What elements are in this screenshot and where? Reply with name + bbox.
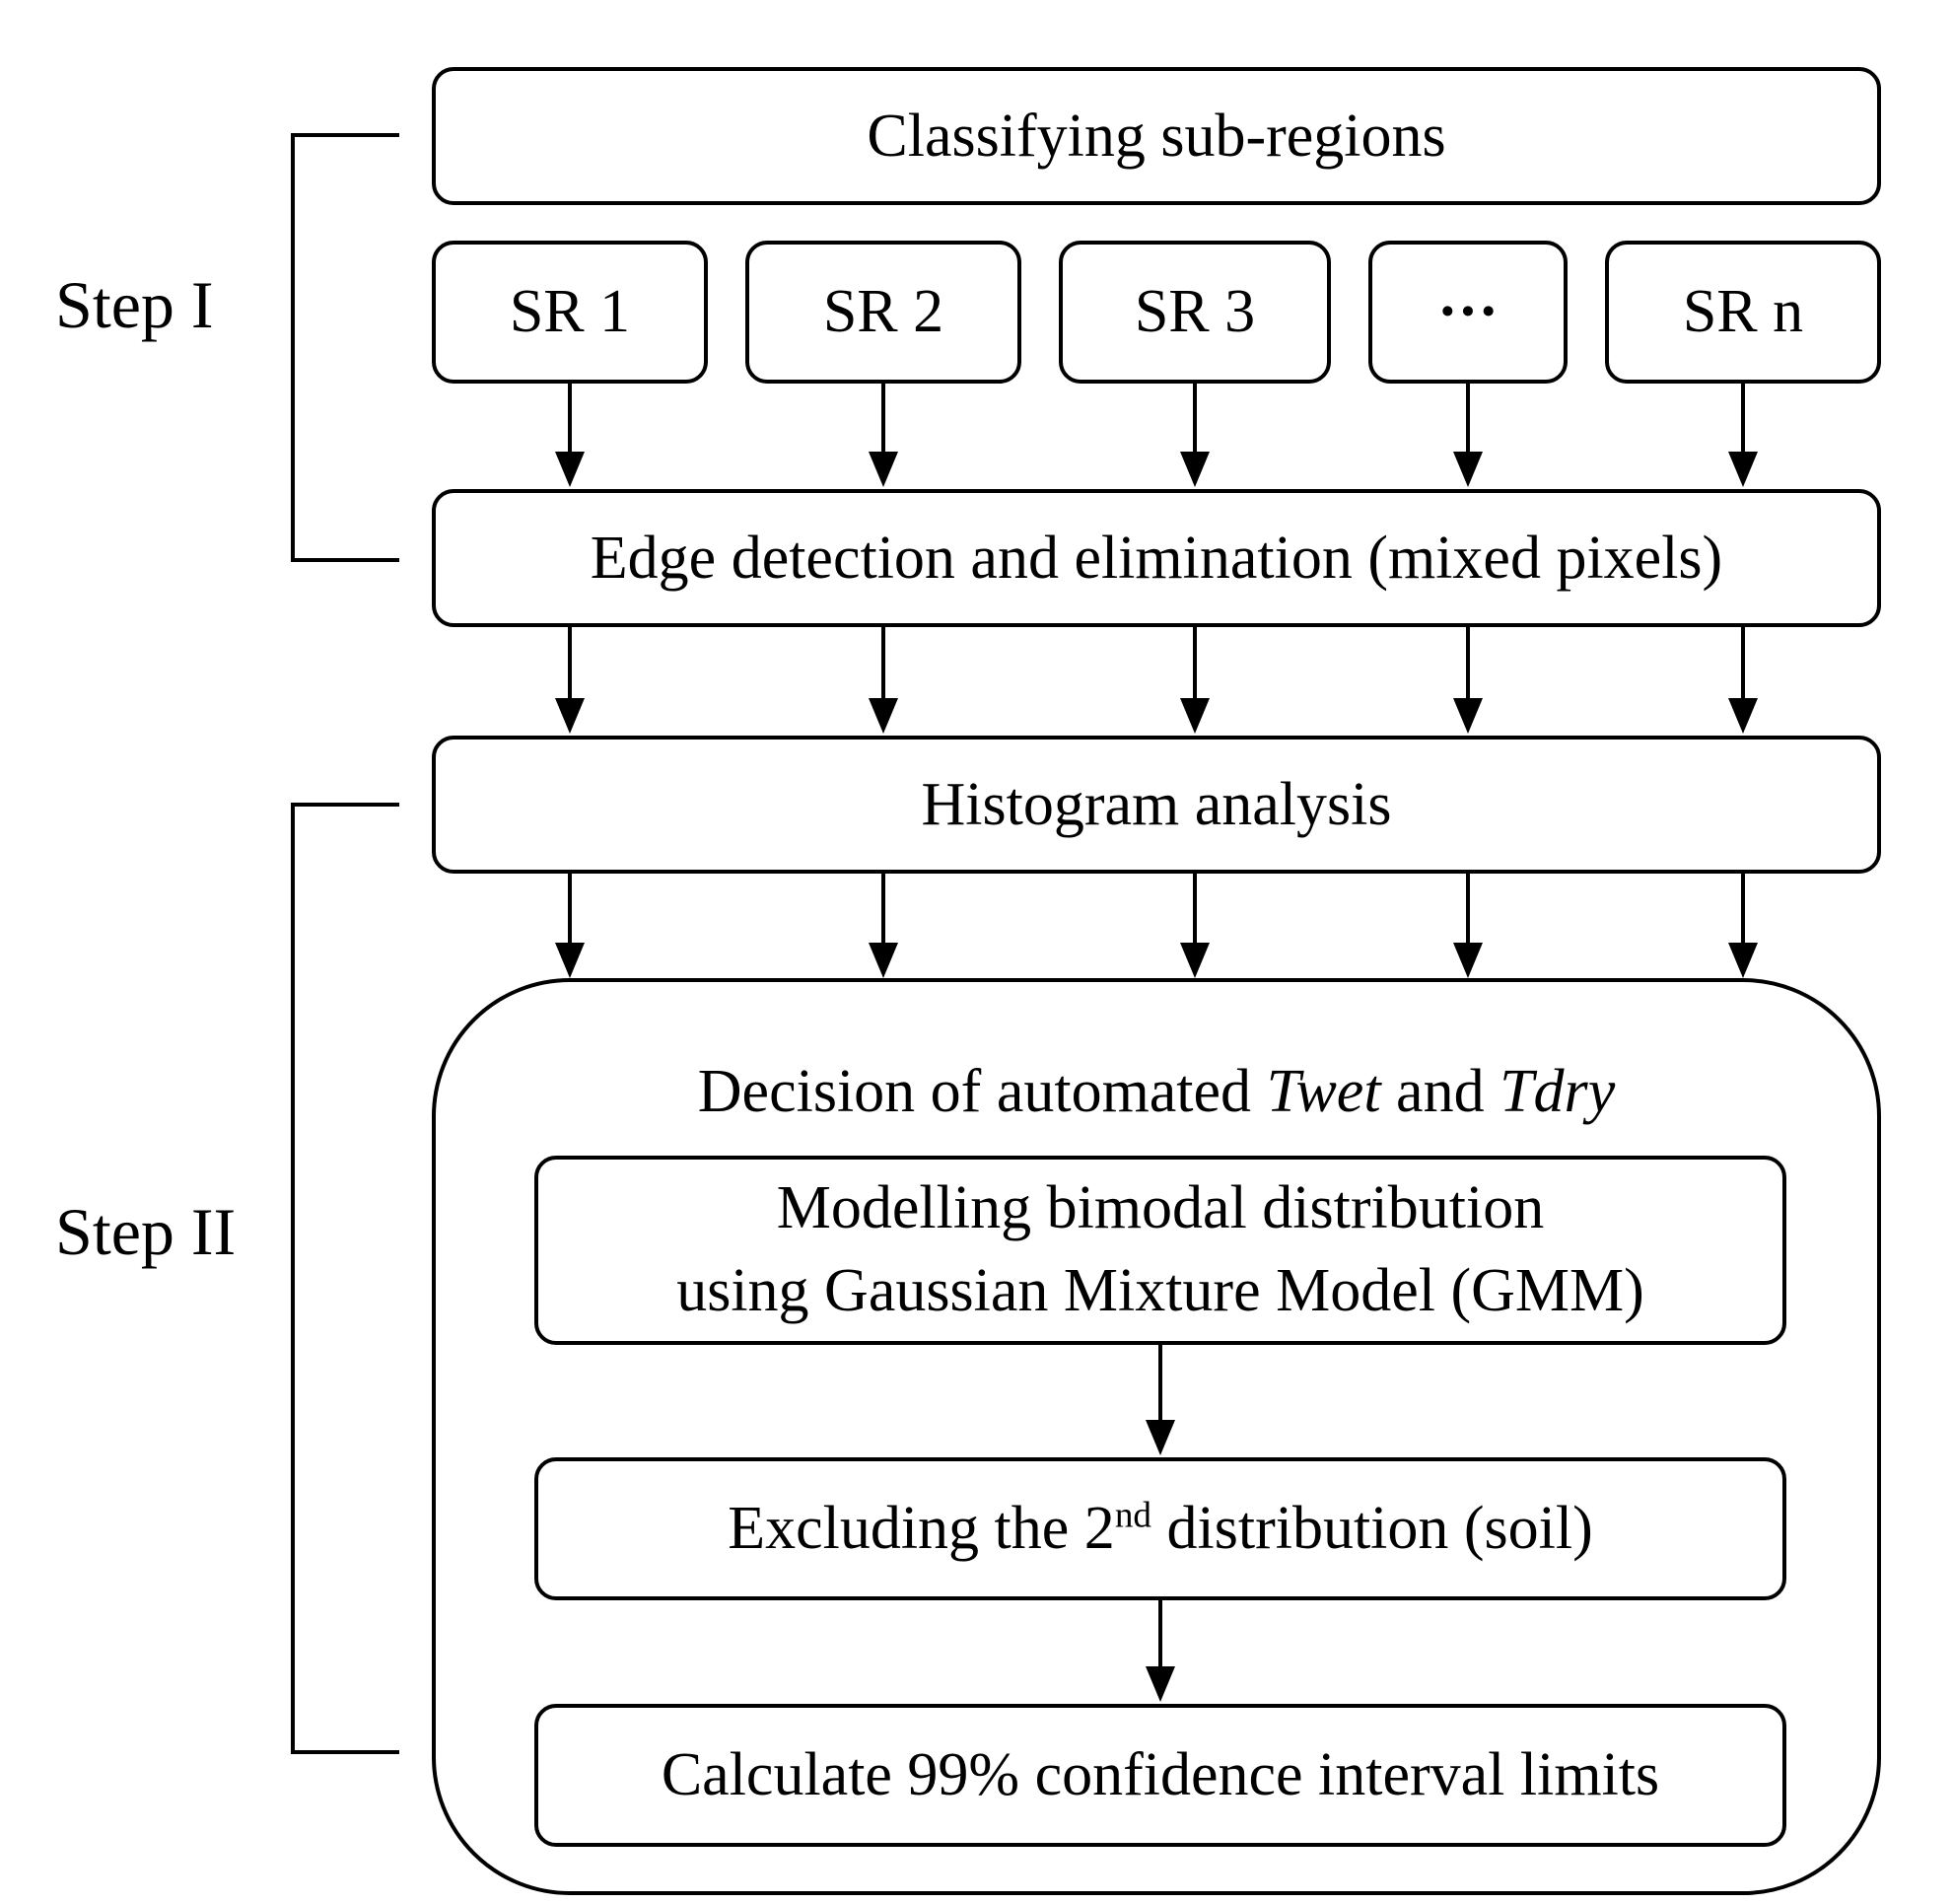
excluding-distribution-text: Excluding the 2nd distribution (soil) [728,1492,1593,1565]
arrow-edge-to-histogram-3-head [1180,698,1210,734]
excluding-prefix: Excluding the 2 [728,1495,1115,1563]
arrow-sr-to-edge-1-head [555,452,585,487]
arrow-gmm-to-excluding-head [1146,1420,1175,1455]
bracket-step-1 [291,133,399,562]
arrow-excluding-to-calculate-head [1146,1666,1175,1702]
arrow-edge-to-histogram-2-head [869,698,898,734]
arrow-histogram-to-decision-5-head [1728,943,1758,978]
edge-detection-box: Edge detection and elimination (mixed pi… [432,489,1881,627]
histogram-analysis-text: Histogram analysis [921,770,1392,838]
arrow-edge-to-histogram-4 [1453,627,1483,734]
sr-3-box: SR 3 [1059,241,1331,384]
decision-twet: Twet [1266,1058,1381,1125]
arrow-edge-to-histogram-3 [1180,627,1210,734]
arrow-sr-to-edge-5 [1728,384,1758,487]
decision-container [432,978,1881,1895]
arrow-sr-to-edge-4 [1453,384,1483,487]
excluding-sup: nd [1114,1495,1151,1536]
arrow-histogram-to-decision-3-head [1180,943,1210,978]
histogram-analysis-box: Histogram analysis [432,736,1881,874]
classifying-sub-regions-text: Classifying sub-regions [867,102,1446,170]
arrow-histogram-to-decision-1-head [555,943,585,978]
arrow-histogram-to-decision-4-head [1453,943,1483,978]
arrow-histogram-to-decision-1 [555,874,585,978]
arrow-sr-to-edge-2 [869,384,898,487]
sr-1-box: SR 1 [432,241,708,384]
gmm-line-2: using Gaussian Mixture Model (GMM) [676,1257,1644,1324]
sr-1-text: SR 1 [509,278,631,346]
arrow-histogram-to-decision-4 [1453,874,1483,978]
excluding-distribution-box: Excluding the 2nd distribution (soil) [534,1457,1786,1600]
arrow-histogram-to-decision-5 [1728,874,1758,978]
arrow-histogram-to-decision-2-head [869,943,898,978]
arrow-sr-to-edge-3-head [1180,452,1210,487]
bracket-step-2 [291,803,399,1754]
arrow-sr-to-edge-5-head [1728,452,1758,487]
decision-and: and [1380,1058,1500,1125]
arrow-histogram-to-decision-2 [869,874,898,978]
arrow-edge-to-histogram-1 [555,627,585,734]
arrow-edge-to-histogram-5 [1728,627,1758,734]
classifying-sub-regions-box: Classifying sub-regions [432,67,1881,205]
arrow-sr-to-edge-3 [1180,384,1210,487]
gmm-modelling-box: Modelling bimodal distribution using Gau… [534,1156,1786,1345]
sr-n-box: SR n [1605,241,1881,384]
step-1-label: Step I [55,267,214,342]
sr-2-text: SR 2 [822,278,944,346]
arrow-sr-to-edge-1 [555,384,585,487]
decision-title: Decision of automated Twet and Tdry [432,1057,1881,1127]
excluding-suffix: distribution (soil) [1151,1495,1593,1563]
arrow-edge-to-histogram-1-head [555,698,585,734]
arrows-group [555,384,1758,1702]
decision-tdry: Tdry [1500,1058,1616,1125]
sr-3-text: SR 3 [1134,278,1256,346]
sr-n-text: SR n [1682,278,1804,346]
sr-2-box: SR 2 [745,241,1021,384]
sr-ellipsis-box: ··· [1368,241,1568,384]
step-2-label: Step II [55,1194,237,1269]
arrow-excluding-to-calculate [1146,1600,1175,1702]
calculate-confidence-text: Calculate 99% confidence interval limits [661,1741,1660,1809]
calculate-confidence-box: Calculate 99% confidence interval limits [534,1704,1786,1847]
arrow-edge-to-histogram-5-head [1728,698,1758,734]
arrow-edge-to-histogram-2 [869,627,898,734]
arrow-edge-to-histogram-4-head [1453,698,1483,734]
arrow-histogram-to-decision-3 [1180,874,1210,978]
gmm-line-1: Modelling bimodal distribution [776,1174,1545,1242]
arrow-gmm-to-excluding [1146,1345,1175,1455]
sr-ellipsis-text: ··· [1436,278,1500,346]
arrow-sr-to-edge-2-head [869,452,898,487]
edge-detection-text: Edge detection and elimination (mixed pi… [590,524,1723,592]
arrow-sr-to-edge-4-head [1453,452,1483,487]
decision-prefix: Decision of automated [697,1058,1267,1125]
